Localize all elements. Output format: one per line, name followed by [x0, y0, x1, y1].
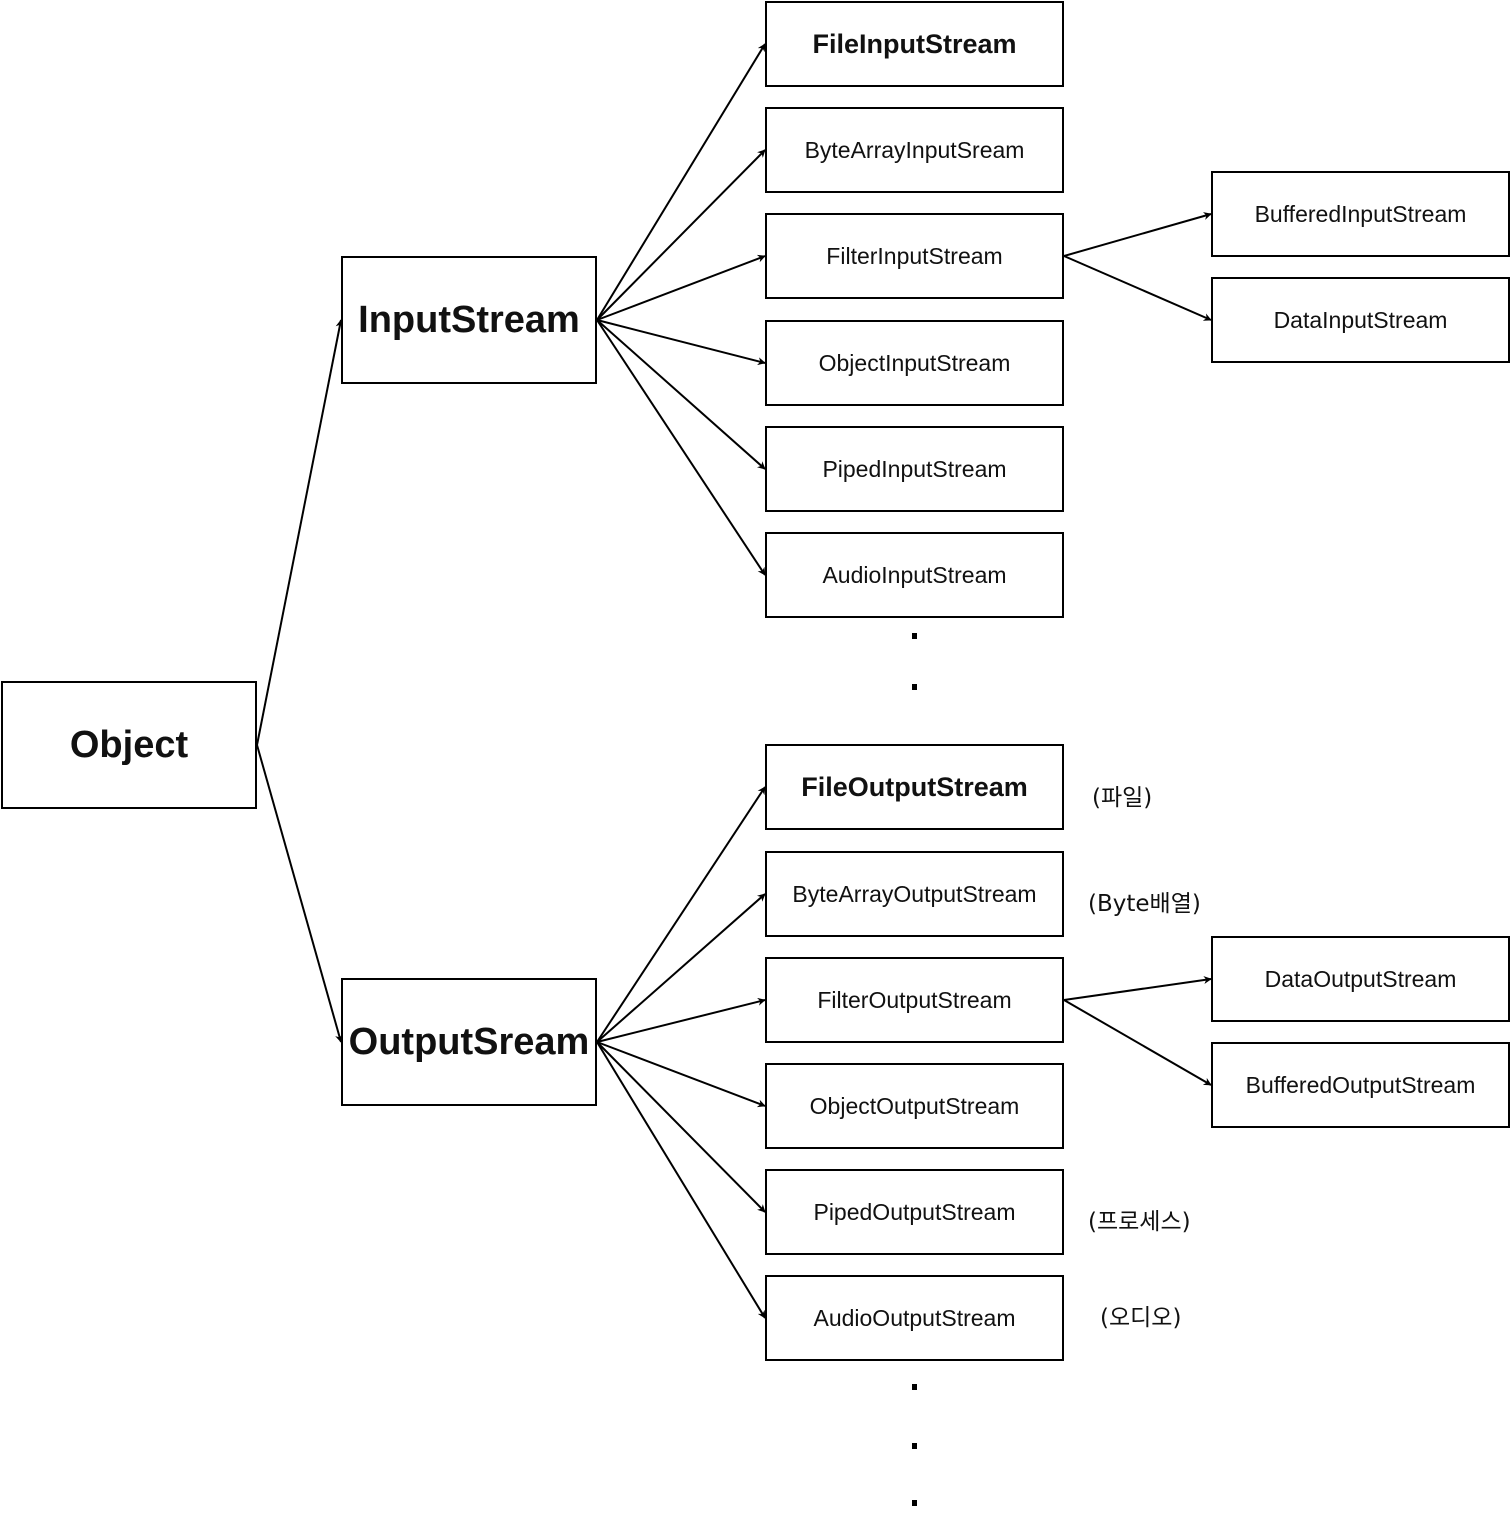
edge-output_stream-to-file_output: [596, 786, 766, 1043]
edge-filter_input-to-data_input: [1063, 255, 1212, 321]
note-file: (파일): [1092, 785, 1153, 811]
edge-output_stream-to-piped_output: [596, 1041, 766, 1213]
edge-object-to-input_stream: [256, 319, 344, 746]
note-audio: (오디오): [1100, 1305, 1182, 1331]
pipedoutputstream-node: PipedOutputStream: [765, 1169, 1064, 1255]
objectoutputstream-node: ObjectOutputStream: [765, 1063, 1064, 1149]
audiooutputstream-node: AudioOutputStream: [765, 1275, 1064, 1361]
edge-filter_output-to-data_output: [1063, 976, 1212, 1001]
bytearrayoutputstream-node: ByteArrayOutputStream: [765, 851, 1064, 937]
edge-input_stream-to-piped_input: [596, 319, 766, 470]
pipedinputstream-node: PipedInputStream: [765, 426, 1064, 512]
ellipsis-dot: [912, 633, 917, 639]
objectinputstream-node: ObjectInputStream: [765, 320, 1064, 406]
ellipsis-dot: [912, 1500, 917, 1506]
fileoutputstream-node: FileOutputStream: [765, 744, 1064, 830]
inputstream-node: InputStream: [341, 256, 597, 384]
ellipsis-dot: [912, 1443, 917, 1449]
edge-output_stream-to-object_output: [596, 1041, 766, 1108]
edge-filter_output-to-buffered_output: [1063, 999, 1212, 1086]
edge-filter_input-to-buffered_input: [1063, 212, 1212, 257]
object-node: Object: [1, 681, 257, 809]
filterinputstream-node: FilterInputStream: [765, 213, 1064, 299]
ellipsis-dot: [912, 1384, 917, 1390]
edge-input_stream-to-bytearray_input: [596, 149, 766, 321]
fileinputstream-node: FileInputStream: [765, 1, 1064, 87]
bytearrayinputstream-node: ByteArrayInputSream: [765, 107, 1064, 193]
edge-output_stream-to-filter_output: [596, 997, 766, 1043]
note-process: (프로세스): [1088, 1209, 1191, 1235]
edge-output_stream-to-audio_output: [596, 1041, 766, 1319]
edge-input_stream-to-filter_input: [596, 254, 766, 321]
datainputstream-node: DataInputStream: [1211, 277, 1510, 363]
edge-output_stream-to-bytearray_output: [596, 893, 766, 1043]
filteroutputstream-node: FilterOutputStream: [765, 957, 1064, 1043]
edge-input_stream-to-object_input: [596, 319, 766, 366]
ellipsis-dot: [912, 684, 917, 690]
outputstream-node: OutputSream: [341, 978, 597, 1106]
audioinputstream-node: AudioInputStream: [765, 532, 1064, 618]
bufferedoutputstream-node: BufferedOutputStream: [1211, 1042, 1510, 1128]
edge-object-to-output_stream: [256, 744, 343, 1043]
dataoutputstream-node: DataOutputStream: [1211, 936, 1510, 1022]
bufferedinputstream-node: BufferedInputStream: [1211, 171, 1510, 257]
note-bytearray: (Byte배열): [1088, 891, 1201, 917]
edge-input_stream-to-audio_input: [596, 319, 766, 576]
edge-input_stream-to-file_input: [596, 43, 766, 321]
